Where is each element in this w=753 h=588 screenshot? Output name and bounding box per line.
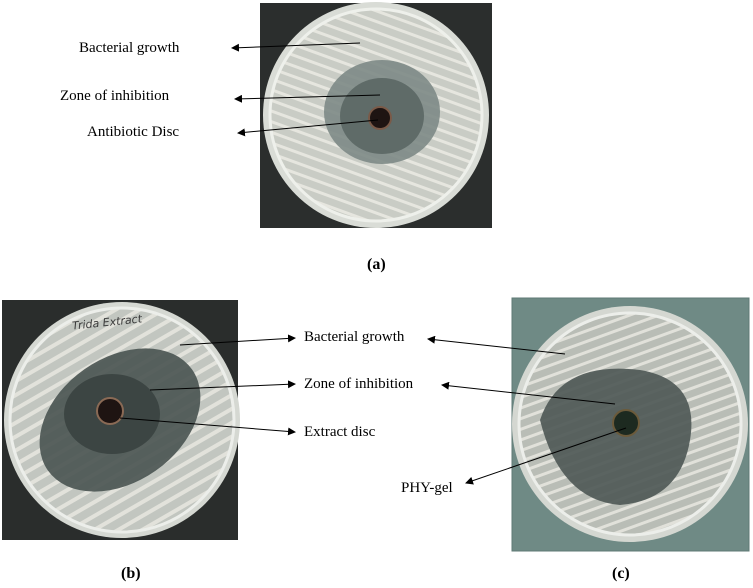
arrows-a bbox=[231, 42, 381, 137]
label-bc-bacterial-growth: Bacterial growth bbox=[304, 329, 405, 345]
label-c-phy-gel: PHY-gel bbox=[401, 480, 453, 496]
label-a-bacterial-growth: Bacterial growth bbox=[79, 40, 180, 56]
plate-c-photo bbox=[511, 297, 750, 552]
label-bc-zone-of-inhibition: Zone of inhibition bbox=[304, 376, 414, 392]
label-a-antibiotic-disc: Antibiotic Disc bbox=[87, 124, 180, 140]
arrows-b bbox=[119, 334, 296, 436]
plate-b-photo bbox=[2, 300, 240, 540]
plate-a-photo bbox=[260, 2, 492, 228]
caption-a: (a) bbox=[367, 256, 386, 273]
label-b-extract-disc: Extract disc bbox=[304, 424, 376, 440]
label-a-zone-of-inhibition: Zone of inhibition bbox=[60, 88, 170, 104]
caption-b: (b) bbox=[121, 565, 141, 582]
caption-c: (c) bbox=[612, 565, 630, 582]
arrows-c bbox=[427, 335, 627, 485]
